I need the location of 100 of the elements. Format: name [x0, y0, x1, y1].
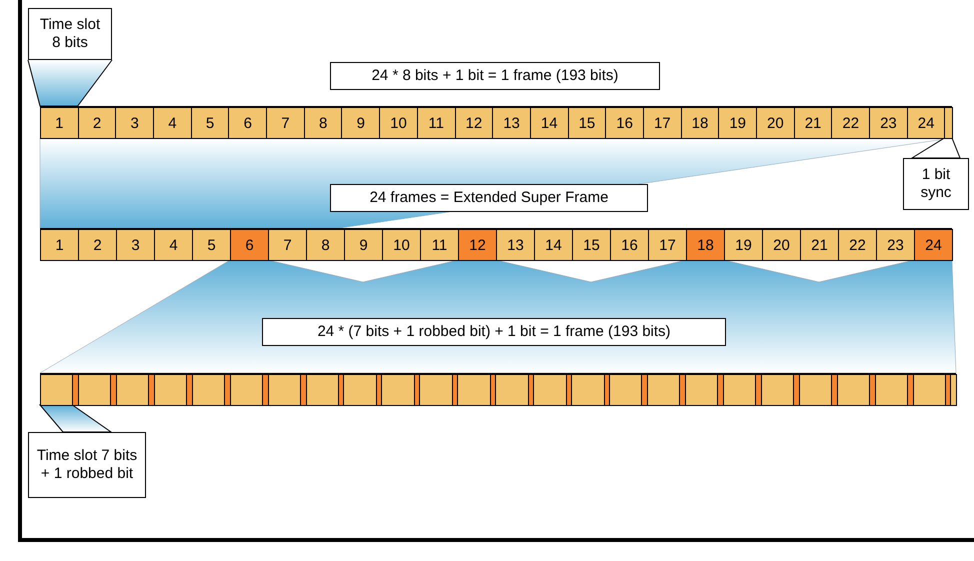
- slot-number: 12: [466, 114, 482, 132]
- time-slot: [304, 107, 342, 139]
- slot-number: 10: [393, 236, 410, 254]
- slot-number: 7: [283, 236, 292, 254]
- time-slot: [419, 374, 453, 406]
- time-slot: [492, 107, 531, 139]
- frame-cell: [154, 229, 193, 261]
- slot-number: 4: [168, 114, 177, 132]
- frame-bar: [40, 228, 952, 260]
- slot-number: 23: [887, 236, 904, 254]
- time-slot: [379, 107, 418, 139]
- slot-number: 9: [356, 114, 365, 132]
- slot-number: 6: [245, 236, 254, 254]
- time-slot: [190, 107, 230, 139]
- slot-number: 1: [55, 236, 64, 254]
- time-slot: [454, 107, 494, 139]
- slot-number: 15: [578, 114, 596, 132]
- time-slot: [495, 374, 529, 406]
- time-slot: [530, 107, 569, 139]
- frame-cell: [420, 229, 459, 261]
- slot-number: 20: [767, 114, 784, 132]
- frame-cell: [40, 229, 79, 261]
- frame-cell: [306, 229, 345, 261]
- slot-number: 13: [507, 236, 524, 254]
- slot-number: 16: [616, 114, 633, 132]
- box-text: Time slot 7 bits + 1 robbed bit: [36, 447, 138, 483]
- time-slot: [266, 107, 305, 139]
- time-slot: [760, 374, 794, 406]
- time-slot: [115, 107, 154, 139]
- slot-number: 17: [659, 236, 676, 254]
- slot-number: 18: [697, 236, 714, 254]
- time-slot: [268, 374, 302, 406]
- time-slot: [874, 374, 908, 406]
- slot-number: 12: [469, 236, 486, 254]
- frame-cell: [496, 229, 535, 261]
- time-slot: [906, 107, 946, 139]
- time-slot: [416, 107, 456, 139]
- time-slot: [646, 374, 680, 406]
- time-slot: [912, 374, 946, 406]
- time-slot: [869, 107, 908, 139]
- time-slot: [605, 107, 644, 139]
- slot-number: 24: [918, 114, 934, 132]
- box-text: 24 * 8 bits + 1 bit = 1 frame (193 bits): [372, 67, 618, 85]
- slot-number: 21: [811, 236, 828, 254]
- frame-cell: [572, 229, 611, 261]
- time-slot: [192, 374, 226, 406]
- frame-bar: [40, 106, 952, 138]
- time-slot: [642, 107, 682, 139]
- frame-cell: [762, 229, 801, 261]
- time-slot: [457, 374, 491, 406]
- slot-number: 6: [244, 114, 252, 132]
- slot-number: 4: [169, 236, 178, 254]
- slot-number: 17: [654, 114, 671, 132]
- slot-number: 22: [842, 114, 860, 132]
- time-slot: [533, 374, 567, 406]
- time-slot: [40, 107, 79, 139]
- frame-cell: [382, 229, 421, 261]
- time-slot: [153, 107, 192, 139]
- sync-bit: [944, 107, 953, 139]
- time-slot: [722, 374, 756, 406]
- time-slot: [831, 107, 870, 139]
- frame-cell: [876, 229, 915, 261]
- slot-number: 15: [583, 236, 600, 254]
- time-slot: [230, 374, 264, 406]
- slot-number: 22: [849, 236, 866, 254]
- slot-number: 20: [773, 236, 790, 254]
- time-slot: [341, 107, 380, 139]
- frame-cell: [610, 229, 649, 261]
- frame-cell: [648, 229, 687, 261]
- time-slot: [798, 374, 832, 406]
- frame-cell: [230, 229, 269, 261]
- time-slot: [609, 374, 642, 406]
- callout-box: [28, 8, 112, 60]
- time-slot: [343, 374, 377, 406]
- time-slot: [228, 107, 268, 139]
- time-slot: [756, 107, 795, 139]
- time-slot: [78, 374, 112, 406]
- formula-box: [330, 62, 660, 90]
- slot-number: 5: [207, 236, 216, 254]
- slot-number: 21: [804, 114, 822, 132]
- slot-number: 24: [925, 236, 942, 254]
- sync-bit: [950, 374, 957, 406]
- slot-number: 3: [131, 236, 140, 254]
- slot-number: 8: [321, 236, 330, 254]
- frame-cell: [268, 229, 307, 261]
- slot-number: 2: [93, 236, 102, 254]
- slot-number: 9: [359, 236, 368, 254]
- time-slot: [571, 374, 605, 406]
- slot-number: 10: [390, 114, 407, 132]
- slot-number: 13: [503, 114, 520, 132]
- frame-cell: [800, 229, 839, 261]
- frame-cell: [534, 229, 573, 261]
- slot-number: 7: [281, 114, 290, 132]
- slot-number: 18: [692, 114, 708, 132]
- frame-cell: [192, 229, 231, 261]
- time-slot: [116, 374, 150, 406]
- slot-number: 3: [130, 114, 139, 132]
- frame-cell: [344, 229, 383, 261]
- slot-number: 11: [428, 114, 444, 132]
- slot-number: 5: [206, 114, 214, 132]
